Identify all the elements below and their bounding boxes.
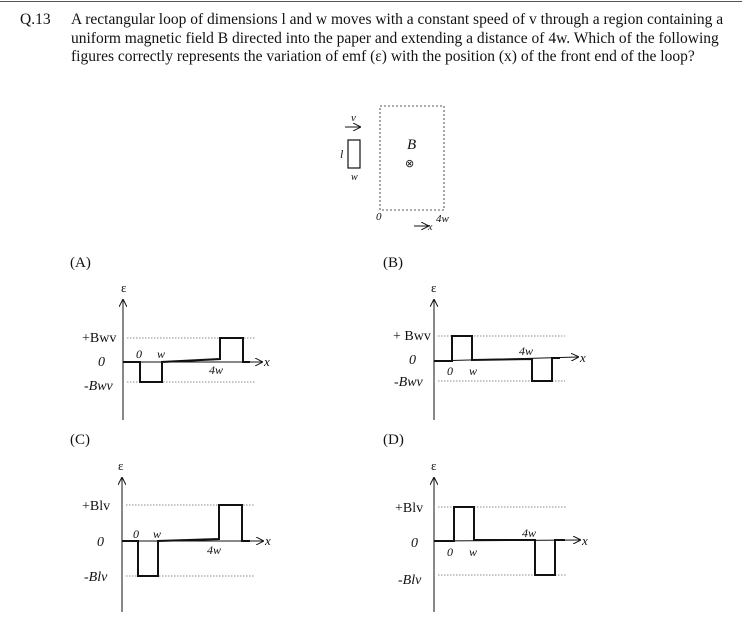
field-region	[379, 105, 445, 211]
option-letter: (D)	[383, 432, 404, 448]
option-b-graph: (B) ε x + Bwv 0 -Bwv 0 w 4w	[383, 255, 586, 420]
option-c-graph: (C) ε x +Blv 0 -Blv 0 w 4w	[70, 432, 271, 612]
option-letter: (A)	[70, 255, 91, 271]
option-letter: (C)	[70, 432, 90, 448]
zero-level-label: 0	[409, 353, 416, 368]
lower-level-label: -Blv	[398, 573, 422, 588]
option-letter: (B)	[383, 255, 403, 271]
emf-axis-label: ε	[121, 280, 127, 295]
tick-0-label: 0	[133, 527, 139, 541]
tick-w-label: w	[469, 364, 477, 378]
question-text: A rectangular loop of dimensions l and w…	[71, 11, 724, 65]
zero-level-label: 0	[411, 536, 418, 551]
loop-length-label: l	[340, 147, 344, 161]
position-axis-label: x	[263, 354, 270, 369]
position-axis-label: x	[579, 350, 586, 365]
upper-level-label: +Bwv	[82, 331, 116, 346]
lower-level-label: -Bwv	[394, 375, 424, 390]
position-axis-label: x	[581, 533, 588, 548]
tick-4w-label: 4w	[207, 543, 221, 557]
lower-level-label: -Blv	[84, 570, 108, 585]
emf-curve	[122, 504, 250, 577]
tick-0-label: 0	[447, 364, 453, 378]
question-number: Q.13	[20, 11, 51, 28]
lower-level-label: -Bwv	[84, 379, 114, 394]
tick-4w-label: 4w	[519, 344, 533, 358]
top-rule	[0, 1, 742, 2]
setup-figure: v l w B ⊗ 0 4w x	[340, 105, 450, 233]
upper-level-label: +Blv	[395, 501, 423, 516]
zero-level-label: 0	[97, 535, 104, 550]
tick-w-label: w	[157, 347, 165, 361]
tick-w-label: w	[153, 527, 161, 541]
emf-axis-label: ε	[118, 458, 124, 473]
emf-curve	[434, 335, 560, 382]
velocity-label: v	[351, 112, 356, 124]
tick-4w-label: 4w	[209, 363, 223, 377]
emf-curve	[434, 506, 565, 576]
tick-w-label: w	[469, 545, 477, 559]
field-into-page-icon: ⊗	[405, 157, 414, 170]
x-direction-label: x	[427, 222, 433, 233]
loop-width-label: w	[351, 172, 358, 183]
loop-rectangle	[347, 139, 361, 169]
upper-level-label: + Bwv	[393, 329, 431, 344]
tick-4w-label: 4w	[522, 526, 536, 540]
tick-0-label: 0	[136, 347, 142, 361]
tick-0-label: 0	[447, 545, 453, 559]
emf-axis-label: ε	[431, 280, 437, 295]
position-axis-label: x	[264, 533, 271, 548]
option-a-graph: (A) ε x +Bwv 0 -Bwv 0 w 4w	[70, 255, 270, 420]
zero-level-label: 0	[98, 355, 105, 370]
option-d-graph: (D) ε x +Blv 0 -Blv 0 w 4w	[383, 432, 588, 612]
region-extent-label: 4w	[436, 213, 450, 225]
emf-axis-label: ε	[431, 458, 437, 473]
emf-curve	[123, 337, 250, 383]
region-origin-label: 0	[376, 211, 382, 223]
field-label: B	[407, 137, 416, 153]
upper-level-label: +Blv	[82, 499, 110, 514]
